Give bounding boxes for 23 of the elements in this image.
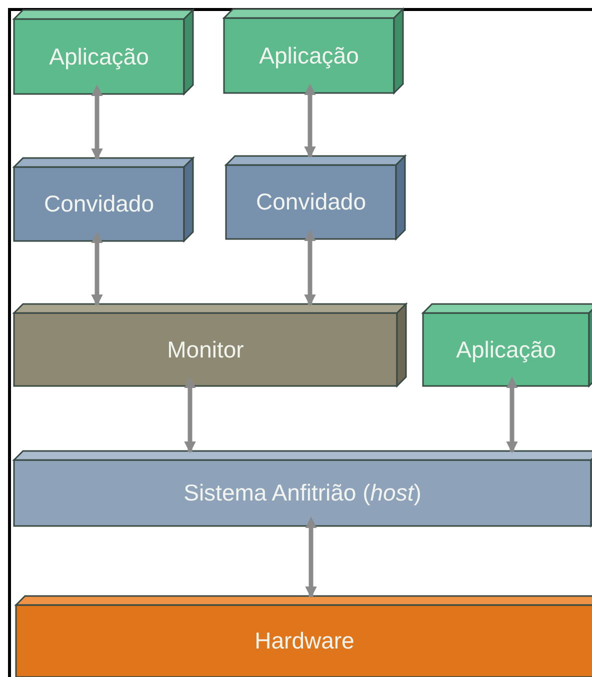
- block-label: Sistema Anfitrião (host): [184, 480, 422, 506]
- double-arrow: [304, 83, 316, 158]
- block-label: Convidado: [256, 188, 366, 216]
- guest-os-block: [224, 154, 407, 241]
- block-label: Convidado: [44, 190, 154, 218]
- block-label: Monitor: [167, 336, 244, 363]
- application-block: [222, 7, 405, 95]
- double-arrow: [91, 84, 103, 160]
- application-block: [421, 302, 592, 388]
- application-block: [12, 8, 195, 96]
- double-arrow: [91, 231, 103, 306]
- double-arrow: [304, 229, 316, 306]
- block-label: Aplicação: [259, 42, 359, 69]
- hardware-block: [14, 595, 592, 677]
- block-label: Aplicação: [456, 336, 556, 363]
- double-arrow: [305, 516, 317, 598]
- monitor-block: [12, 302, 408, 388]
- host-system-block: [12, 449, 592, 528]
- double-arrow: [184, 376, 196, 454]
- double-arrow: [506, 376, 518, 454]
- block-label: Hardware: [254, 628, 354, 654]
- guest-os-block: [12, 156, 195, 243]
- block-label: Aplicação: [49, 43, 149, 70]
